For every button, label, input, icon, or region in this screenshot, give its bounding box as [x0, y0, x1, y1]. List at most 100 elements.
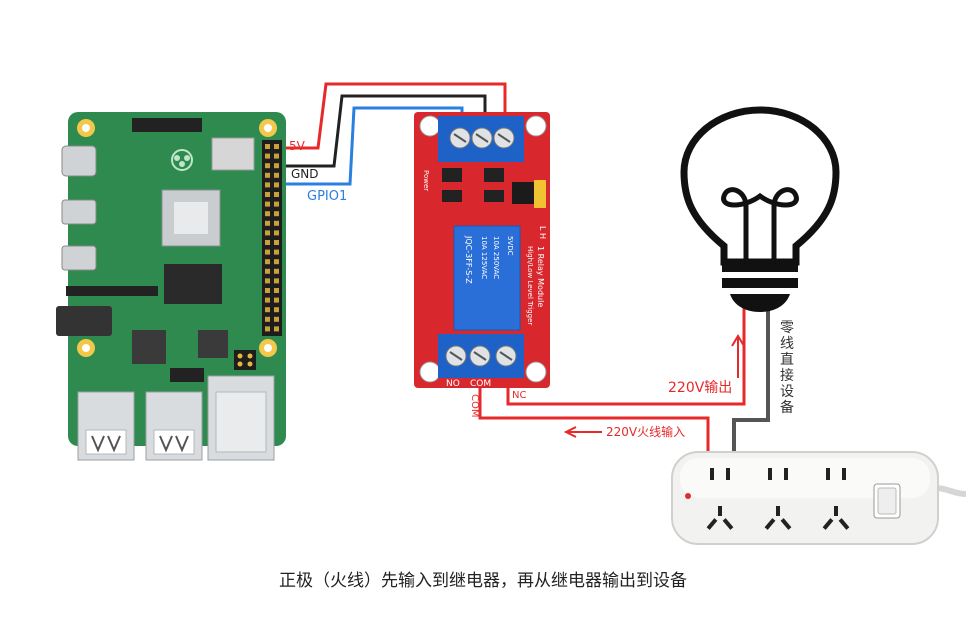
mounting-hole	[82, 344, 90, 352]
indicator-led	[685, 493, 691, 499]
chip	[132, 330, 166, 364]
gpio-pin	[265, 153, 270, 159]
gpio-pin	[265, 240, 270, 245]
gpio-pin	[265, 288, 270, 293]
power-strip	[671, 451, 966, 545]
ram-chip	[164, 264, 222, 304]
gpio-pin	[274, 220, 279, 226]
gpio-pin	[274, 316, 279, 322]
arrow-up-icon	[731, 334, 745, 378]
relay-cube: 5VDC 10A 250VAC 10A 125VAC JQC-3FF-S-Z	[453, 225, 521, 331]
wire-neutral	[732, 300, 770, 466]
three-pin-socket	[764, 506, 792, 530]
raspberry-logo-icon	[171, 149, 193, 171]
gpio-pin	[274, 192, 279, 197]
gpio-pin	[274, 297, 279, 303]
output-terminal	[438, 334, 524, 378]
micro-hdmi-port	[61, 245, 97, 271]
com-terminal-label: COM	[470, 379, 491, 389]
gpio-pin	[265, 192, 270, 197]
gpio-pin	[265, 268, 270, 274]
three-pin-socket	[706, 506, 734, 530]
module-label: 1 Relay Module	[536, 246, 545, 307]
gpio-pin	[274, 259, 279, 265]
gpio-pin	[265, 182, 270, 188]
gpio-pin	[274, 153, 279, 159]
gpio-pin	[274, 307, 279, 313]
chip	[170, 368, 204, 382]
gpio-pin	[274, 249, 279, 255]
neutral-label-char: 设	[780, 384, 794, 400]
gpio-pin	[274, 268, 279, 274]
gpio-pin	[265, 220, 270, 226]
relay-coil-text: 5VDC	[506, 236, 514, 256]
gpio-pin	[274, 240, 279, 245]
label-com: COM	[469, 394, 480, 417]
gpio-pin	[265, 316, 270, 322]
gpio-pin	[265, 326, 270, 332]
camera-connector	[132, 118, 202, 132]
wire-com-input	[478, 362, 710, 466]
mounting-hole	[264, 344, 272, 352]
gpio-pin	[274, 163, 279, 169]
gpio-pin	[274, 201, 279, 207]
gpio-pin	[265, 278, 270, 284]
gpio-pin	[265, 259, 270, 265]
label-220v-input: 220V火线输入	[606, 424, 685, 439]
gpio-pin	[274, 144, 279, 149]
input-terminal	[438, 116, 524, 162]
wire-gnd	[280, 94, 487, 168]
gpio-pin	[274, 288, 279, 293]
jumper	[534, 180, 546, 208]
label-nc: NC	[512, 390, 526, 401]
mounting-hole	[264, 124, 272, 132]
neutral-label-char: 零	[780, 320, 794, 336]
ethernet-port	[207, 375, 275, 461]
bulb-glass	[680, 106, 840, 266]
wifi-module	[211, 137, 255, 171]
bulb-filament	[721, 187, 799, 262]
relay-model: JQC-3FF-S-Z	[464, 235, 473, 284]
micro-hdmi-port	[61, 199, 97, 225]
label-220v-output: 220V输出	[668, 380, 732, 396]
usb-c-port	[61, 145, 97, 177]
gpio-pin	[265, 230, 270, 236]
mounting-hole	[82, 124, 90, 132]
gpio-pin	[274, 230, 279, 236]
audio-jack	[56, 306, 112, 336]
gpio-pin	[265, 297, 270, 303]
gpio-pin	[265, 144, 270, 149]
two-pin-socket	[826, 468, 846, 480]
gpio-pin	[274, 326, 279, 332]
arrow-left-icon	[563, 426, 602, 438]
neutral-label-char: 备	[780, 399, 794, 416]
neutral-label-char: 线	[780, 336, 794, 352]
trigger-label: L H	[538, 226, 547, 239]
gpio-pin	[274, 182, 279, 188]
no-terminal-label: NO	[446, 379, 460, 389]
gpio-pin	[265, 201, 270, 207]
gpio-pin	[265, 172, 270, 178]
gpio-pin	[265, 163, 270, 169]
caption: 正极（火线）先输入到继电器，再从继电器输出到设备	[279, 571, 687, 591]
raspberry-pi-board	[56, 112, 286, 461]
light-bulb	[680, 106, 840, 312]
gpio-pin	[265, 249, 270, 255]
relay-module: Power L H 5VDC 10A 250VAC 10A 125VAC JQC…	[414, 112, 550, 389]
display-connector	[66, 286, 158, 296]
relay-rating-1: 10A 250VAC	[492, 236, 500, 279]
gpio-pin	[274, 278, 279, 284]
gpio-pin	[265, 307, 270, 313]
usb-port	[145, 391, 203, 461]
gpio-pin	[274, 211, 279, 217]
neutral-label-char: 直	[780, 351, 794, 368]
gpio-header	[262, 140, 282, 336]
usb-port	[77, 391, 135, 461]
bulb-base	[722, 262, 798, 272]
poe-header	[234, 350, 256, 370]
label-gnd: GND	[291, 167, 319, 181]
two-pin-socket	[710, 468, 730, 480]
power-led-label: Power	[422, 170, 430, 191]
